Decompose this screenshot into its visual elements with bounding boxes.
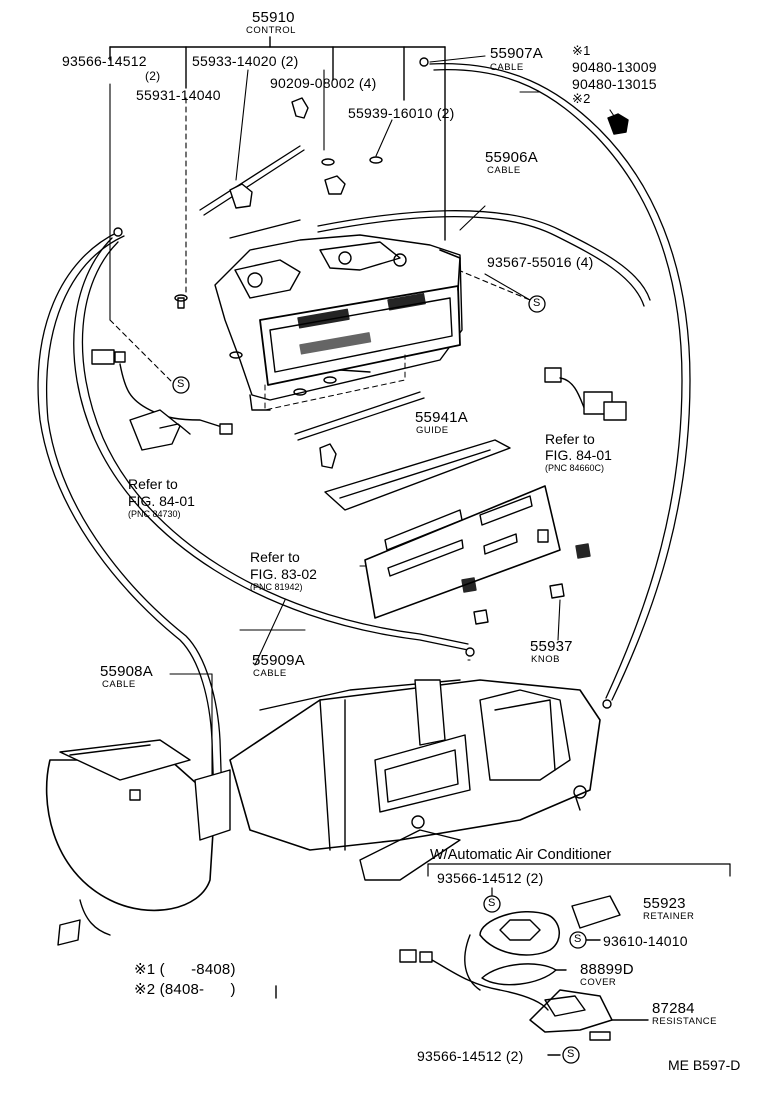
part-number-55906a[interactable]: 55906A xyxy=(485,149,538,166)
control-bracket xyxy=(109,36,446,241)
part-name-cable: CABLE xyxy=(490,62,524,73)
part-number-55909a[interactable]: 55909A xyxy=(252,652,305,669)
diagram-code: ME B597-D xyxy=(668,1057,741,1073)
note-1-mark: ※1 xyxy=(572,43,591,58)
part-number-93610[interactable]: 93610-14010 xyxy=(603,933,688,949)
footnote-1: ※1 ( -8408) xyxy=(134,961,236,978)
part-number-55941a[interactable]: 55941A xyxy=(415,409,468,426)
control-assembly xyxy=(214,234,463,411)
part-number-93566-top[interactable]: 93566-14512 xyxy=(62,53,147,69)
part-number-90209[interactable]: 90209-08002 (4) xyxy=(270,75,377,91)
heater-unit xyxy=(45,679,601,946)
leader-lines xyxy=(109,55,619,791)
part-name-cable: CABLE xyxy=(487,165,521,176)
clips xyxy=(174,97,629,469)
part-number-90480-13009[interactable]: 90480-13009 xyxy=(572,59,657,75)
ref-mid-fig[interactable]: FIG. 83-02 xyxy=(250,566,317,582)
part-name-resistance: RESISTANCE xyxy=(652,1016,718,1027)
ac-parts xyxy=(399,895,649,1056)
ref-left-fig[interactable]: FIG. 84-01 xyxy=(128,493,195,509)
s-mark-circles xyxy=(172,295,587,1064)
part-number-55931[interactable]: 55931-14040 xyxy=(136,87,221,103)
part-name-cable: CABLE xyxy=(253,668,287,679)
part-name-cover: COVER xyxy=(580,977,617,988)
knobs xyxy=(461,543,591,625)
ref-right-fig[interactable]: FIG. 84-01 xyxy=(545,447,612,463)
footnote-2: ※2 (8408- ) xyxy=(134,981,236,998)
part-number-90480-13015[interactable]: 90480-13015 xyxy=(572,76,657,92)
part-number-55908a[interactable]: 55908A xyxy=(100,663,153,680)
part-number-93566-bottom[interactable]: 93566-14512 (2) xyxy=(417,1048,524,1064)
part-number-55907a[interactable]: 55907A xyxy=(490,45,543,62)
ac-section-header: W/Automatic Air Conditioner xyxy=(430,847,612,863)
part-number-55933[interactable]: 55933-14020 (2) xyxy=(192,53,299,69)
part-name-guide: GUIDE xyxy=(416,425,449,436)
part-number-87284[interactable]: 87284 xyxy=(652,1000,695,1017)
part-qty-93566-top: (2) xyxy=(145,69,161,83)
ref-left-pnc: (PNC 84730) xyxy=(128,509,181,519)
s-mark: S xyxy=(177,378,185,390)
s-mark: S xyxy=(574,933,582,945)
part-name-knob: KNOB xyxy=(531,654,560,665)
ref-right-pnc: (PNC 84660C) xyxy=(545,463,605,473)
part-name-cable: CABLE xyxy=(102,679,136,690)
part-number-93567[interactable]: 93567-55016 (4) xyxy=(487,254,594,270)
control-panel-face xyxy=(364,485,561,619)
harness-right xyxy=(544,367,627,421)
ref-left-line1: Refer to xyxy=(128,476,178,492)
part-number-55939[interactable]: 55939-16010 (2) xyxy=(348,105,455,121)
part-name-retainer: RETAINER xyxy=(643,911,695,922)
part-number-55910[interactable]: 55910 xyxy=(252,9,295,26)
ref-right-line1: Refer to xyxy=(545,431,595,447)
s-mark: S xyxy=(567,1048,575,1060)
sensor-harness-left xyxy=(91,349,233,451)
ref-mid-line1: Refer to xyxy=(250,549,300,565)
part-number-55923[interactable]: 55923 xyxy=(643,895,686,912)
part-name-control: CONTROL xyxy=(246,25,296,36)
guide-55941a xyxy=(324,439,511,511)
note-2-mark: ※2 xyxy=(572,91,591,106)
s-mark: S xyxy=(533,297,541,309)
part-number-55937[interactable]: 55937 xyxy=(530,638,573,655)
ref-mid-pnc: (PNC 81942) xyxy=(250,582,303,592)
part-number-88899d[interactable]: 88899D xyxy=(580,961,634,978)
part-number-93566-ac[interactable]: 93566-14512 (2) xyxy=(437,870,544,886)
cables xyxy=(37,63,691,801)
s-mark: S xyxy=(488,897,496,909)
